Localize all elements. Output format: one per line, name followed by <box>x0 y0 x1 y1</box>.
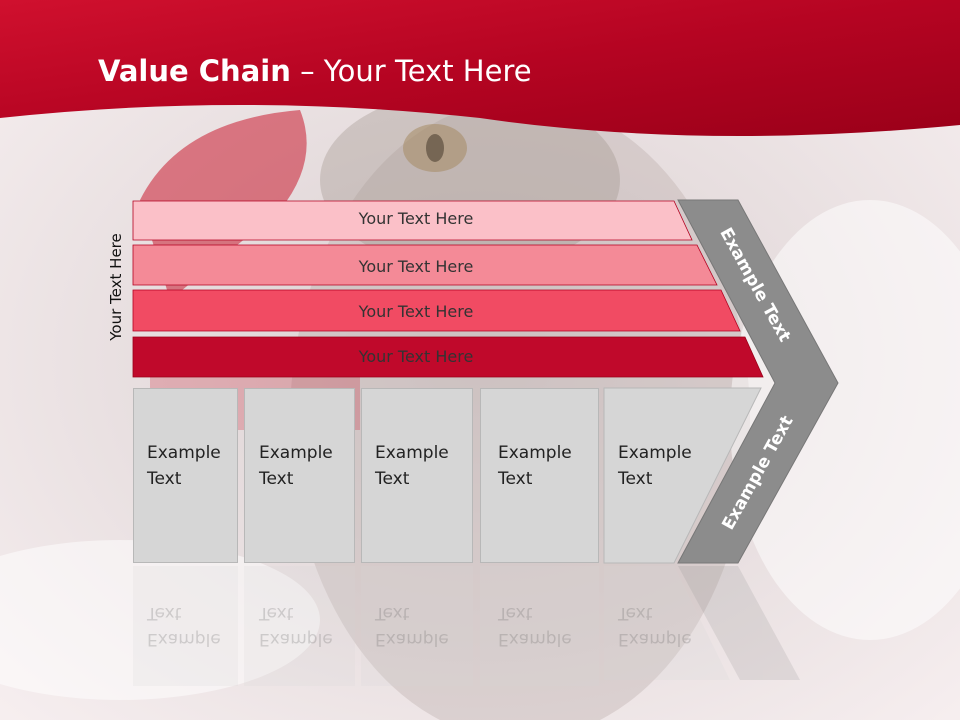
chain-bar-1 <box>132 200 693 241</box>
reflection-line: Text <box>375 603 410 623</box>
reflection-line: Text <box>618 603 653 623</box>
reflection-line: Text <box>498 603 533 623</box>
box-line: Example <box>618 443 692 463</box>
chain-bar-2 <box>132 244 718 286</box>
reflection-line: Example <box>498 629 572 649</box>
activity-box-4 <box>480 388 599 563</box>
chain-bar-4 <box>132 336 764 378</box>
activity-box-3 <box>361 388 473 563</box>
activity-box-1-reflection: Example Text <box>147 600 221 652</box>
reflection-line: Example <box>259 629 333 649</box>
reflection-line: Text <box>147 603 182 623</box>
chain-bar-4-label: Your Text Here <box>358 347 474 366</box>
title-bold: Value Chain <box>98 54 291 88</box>
activity-box-4-reflection: Example Text <box>498 600 572 652</box>
box-line: Example <box>498 443 572 463</box>
reflection-line: Text <box>259 603 294 623</box>
reflection-line: Example <box>618 629 692 649</box>
activity-box-1 <box>133 388 238 563</box>
chain-bar-2-label: Your Text Here <box>358 257 474 276</box>
activity-box-5-shape <box>603 387 762 564</box>
box-line: Text <box>147 469 182 489</box>
chain-bar-1-label: Your Text Here <box>358 209 474 228</box>
box-line: Example <box>259 443 333 463</box>
slide-title: Value Chain – Your Text Here <box>98 54 532 88</box>
activity-box-2-reflection: Example Text <box>259 600 333 652</box>
activity-box-3-reflection: Example Text <box>375 600 449 652</box>
activity-box-5-reflection: Example Text <box>618 600 692 652</box>
title-rest: – Your Text Here <box>290 54 532 88</box>
header-band <box>0 0 960 136</box>
side-label: Your Text Here <box>107 233 125 341</box>
chain-bar-3-label: Your Text Here <box>358 302 474 321</box>
reflection-line: Example <box>147 629 221 649</box>
box-line: Example <box>375 443 449 463</box>
reflection-line: Example <box>375 629 449 649</box>
chain-bar-3 <box>132 289 741 332</box>
box-line: Text <box>498 469 533 489</box>
value-chevron <box>677 199 839 564</box>
box-line: Example <box>147 443 221 463</box>
activity-box-2 <box>244 388 355 563</box>
box-line: Text <box>259 469 294 489</box>
box-line: Text <box>618 469 653 489</box>
box-line: Text <box>375 469 410 489</box>
